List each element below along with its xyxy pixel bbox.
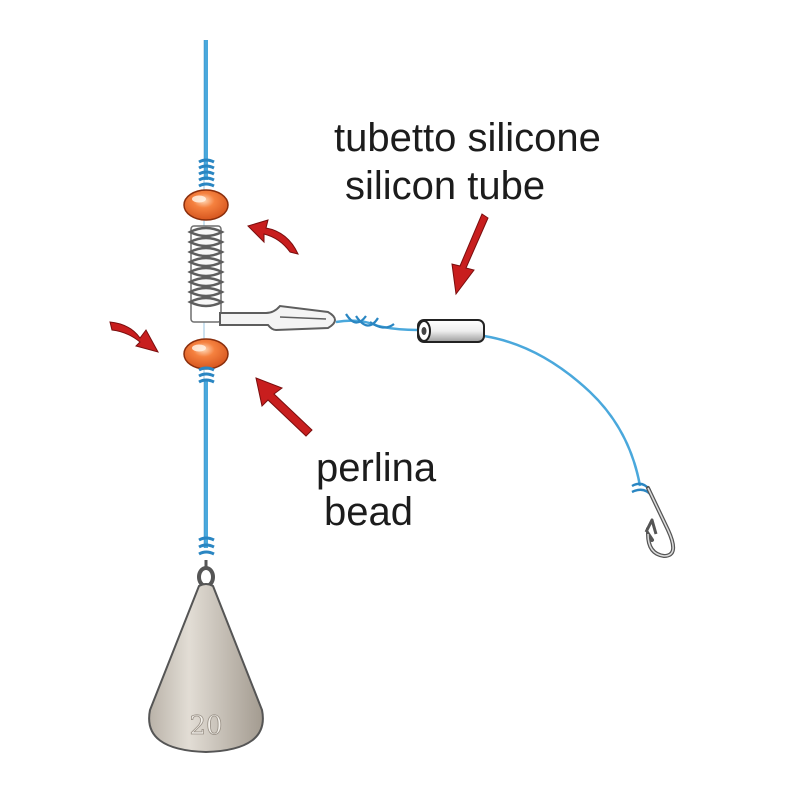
arrow-lower-bead: [109, 321, 160, 353]
sinker: [148, 583, 264, 754]
tube-label-italian: tubetto silicone: [334, 116, 601, 160]
hook: [631, 482, 676, 559]
spring-swivel: [187, 225, 336, 332]
bead-label-italian: perlina: [316, 446, 437, 490]
sinker-knot: [198, 536, 215, 556]
arrow-upper-bead: [247, 219, 299, 255]
tube-label-english: silicon tube: [345, 164, 546, 208]
silicon-tube: [417, 319, 485, 343]
lower-bead: [183, 338, 229, 370]
upper-bead: [183, 189, 229, 221]
arrow-tube-label: [451, 213, 489, 296]
sinker-weight: 20: [189, 711, 222, 741]
arrow-bead-label: [255, 377, 313, 437]
bead-label-english: bead: [324, 490, 413, 534]
snood-knot: [345, 313, 395, 329]
lower-knot: [198, 366, 215, 384]
top-knot: [198, 158, 215, 188]
